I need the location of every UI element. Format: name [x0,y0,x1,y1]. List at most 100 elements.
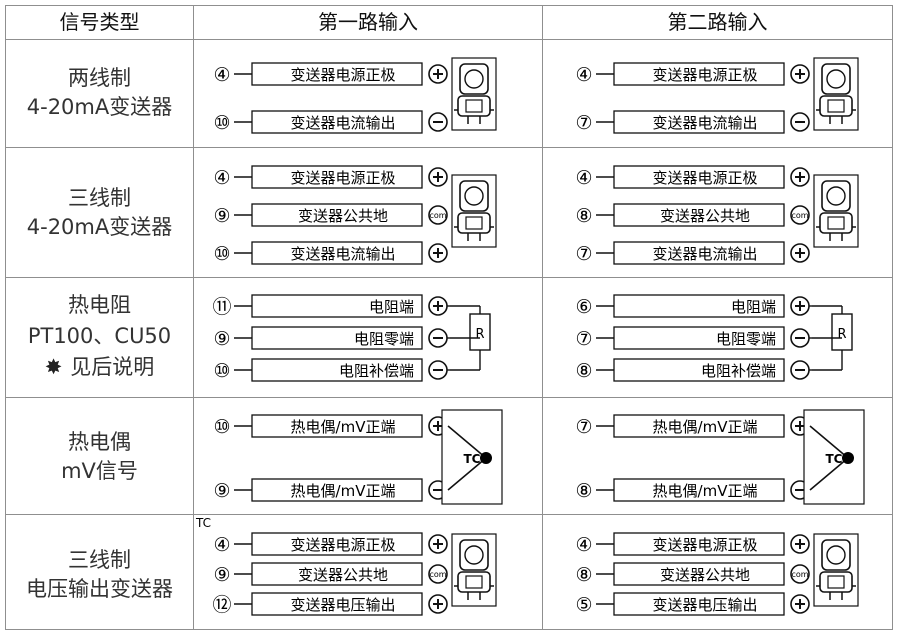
terminal-label-box [251,326,423,350]
terminal-label: 变送器电流输出 [290,245,395,263]
terminal-label: 变送器公共地 [660,566,750,584]
signal-type-line: 见后说明 [70,355,155,379]
terminal-label: 变送器电源正极 [290,66,395,84]
transmitter-window [465,216,483,230]
terminal-label-box [613,294,785,318]
terminal-label-box [613,203,785,227]
transmitter-window [465,575,483,589]
wiring-table [5,5,893,630]
terminal-number: ⑨ [213,564,230,586]
terminal-label-box [613,414,785,438]
terminal-number: ⑩ [213,360,230,382]
terminal-label-box [251,478,423,502]
terminal-label: 变送器电流输出 [290,114,395,132]
terminal-number: ⑦ [575,243,592,265]
terminal-label-box [251,203,423,227]
terminal-label: 电阻端 [369,298,414,316]
terminal-label: 变送器电源正极 [290,536,395,554]
terminal-number: ④ [575,167,592,189]
terminal-number: ⑩ [213,243,230,265]
transmitter-dial [464,545,484,565]
terminal-number: ④ [213,167,230,189]
terminal-label: 变送器公共地 [660,207,750,225]
terminal-label: 变送器电源正极 [290,169,395,187]
terminal-label-box [251,358,423,382]
terminal-label: 电阻零端 [354,330,414,348]
terminal-label: 变送器电源正极 [652,66,757,84]
terminal-number: ④ [213,534,230,556]
signal-type-line: mV信号 [61,459,138,483]
star-icon: ✸ [44,355,63,379]
terminal-label-box [251,294,423,318]
terminal-label: 热电偶/mV正端 [653,482,758,500]
terminal-label-box [613,562,785,586]
resistor-label: R [837,327,846,342]
corner-label: TC [195,516,211,530]
signal-type-line: 两线制 [68,66,131,90]
terminal-label-box [251,562,423,586]
terminal-number: ⑧ [575,360,592,382]
terminal-label: 变送器电压输出 [652,596,757,614]
terminal-number: ④ [575,534,592,556]
terminal-label-box [613,165,785,189]
terminal-label: 电阻补偿端 [701,362,776,380]
terminal-number: ⑧ [575,205,592,227]
thermocouple-wire [809,457,849,491]
row-divider [5,147,893,148]
signal-type-line: 电压输出变送器 [26,577,173,601]
transmitter-dial [826,186,846,206]
terminal-number: ④ [213,64,230,86]
row-divider [5,39,893,40]
thermocouple-frame [803,409,865,505]
com-icon: com [429,570,446,579]
signal-type-line: 4-20mA变送器 [26,215,173,239]
terminal-label: 电阻补偿端 [339,362,414,380]
terminal-label-box [251,62,423,86]
terminal-polarity-icon [428,205,448,225]
com-icon: com [791,570,808,579]
terminal-label: 变送器电流输出 [652,245,757,263]
header-input-2: 第二路输入 [667,10,768,34]
transmitter-window [827,575,845,589]
terminal-number: ⑧ [575,564,592,586]
terminal-label-box [613,326,785,350]
terminal-number: ④ [575,64,592,86]
signal-type-cell: 热电阻 PT100、CU50 ✸见后说明 [6,290,193,383]
terminal-label-box [251,165,423,189]
terminal-label-box [251,414,423,438]
terminal-polarity-icon [428,564,448,584]
terminal-number: ⑥ [575,296,592,318]
terminal-label-box [613,62,785,86]
terminal-number: ⑦ [575,328,592,350]
terminal-number: ⑩ [213,416,230,438]
signal-type-cell: 三线制 4-20mA变送器 [6,184,193,242]
signal-type-line: 热电偶 [68,430,131,454]
terminal-label: 变送器电源正极 [652,536,757,554]
terminal-number: ⑦ [575,416,592,438]
transmitter-dial [826,69,846,89]
transmitter-window [827,99,845,113]
transmitter-window [827,216,845,230]
terminal-label-box [251,110,423,134]
thermocouple-junction-icon [480,452,492,464]
input-panel: ⑦ 热电偶/mV正端 ⑧ 热电偶/mV正端 TC [575,409,865,505]
terminal-label: 变送器电源正极 [652,169,757,187]
terminal-label: 热电偶/mV正端 [653,418,758,436]
terminal-number: ⑧ [575,480,592,502]
terminal-label: 变送器公共地 [298,566,388,584]
signal-type-line: PT100、CU50 [27,324,172,348]
note-line: ✸ 见后说明 [6,352,193,383]
terminal-label-box [613,110,785,134]
transmitter-window [465,99,483,113]
thermocouple-label: TC [826,452,843,466]
row-divider [5,397,893,398]
terminal-label-box [251,532,423,556]
